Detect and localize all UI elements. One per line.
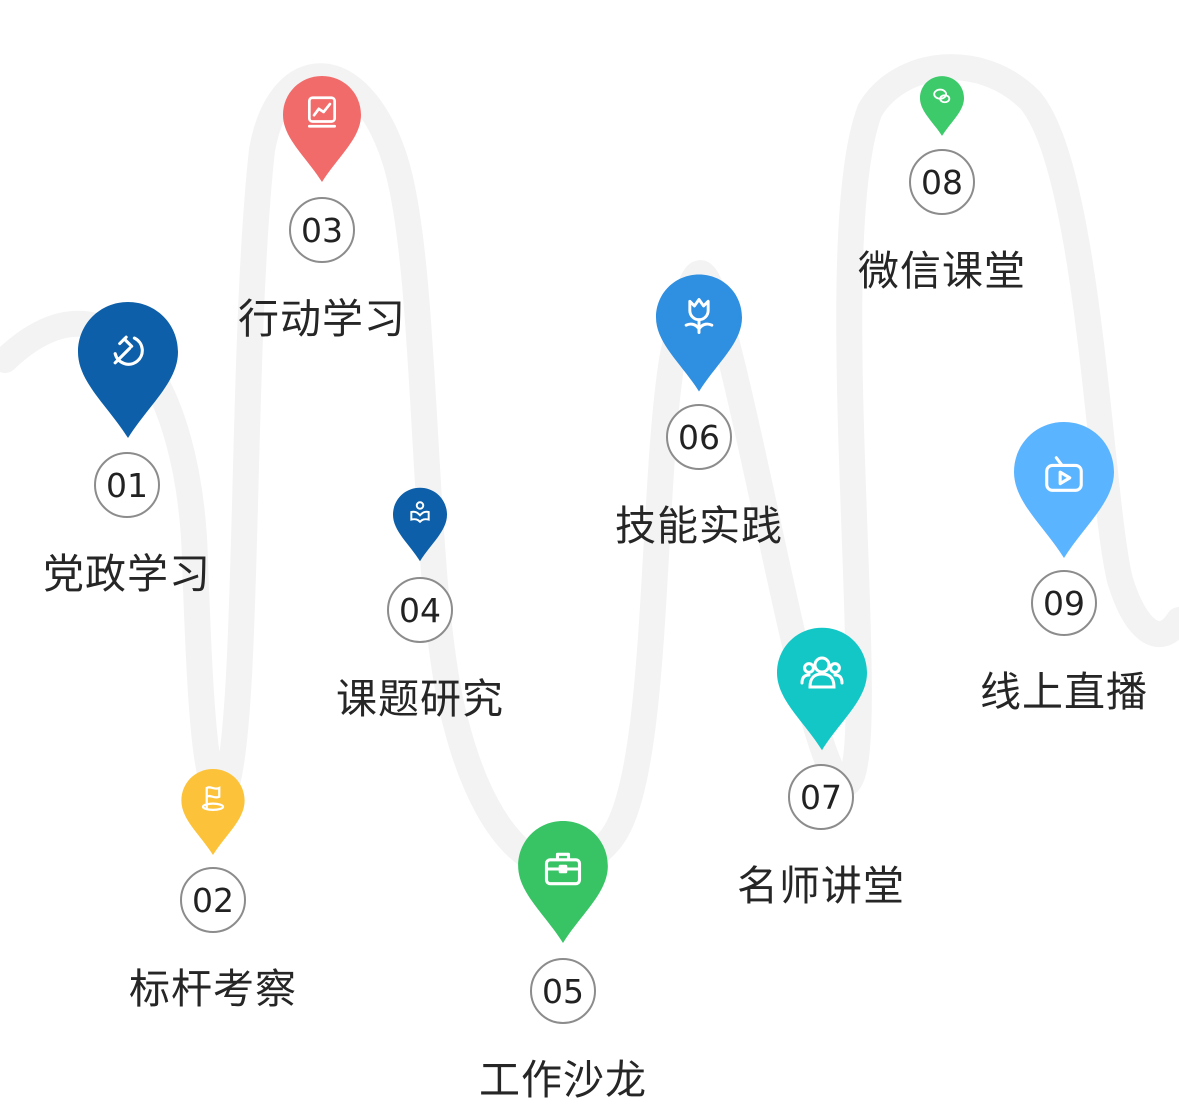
step-label-01: 党政学习 — [43, 550, 211, 598]
reading-person-icon — [410, 501, 430, 524]
map-pin-01[interactable] — [78, 302, 178, 438]
step-label-04: 课题研究 — [336, 675, 504, 723]
group-icon — [800, 656, 844, 689]
step-label-02: 标杆考察 — [129, 965, 297, 1013]
step-label-05: 工作沙龙 — [479, 1056, 647, 1104]
pin-shape — [78, 302, 178, 438]
wechat-icon — [933, 88, 951, 104]
map-pin-marker — [518, 821, 608, 943]
briefcase-icon — [544, 852, 582, 886]
pin-shape — [283, 75, 361, 183]
step-number-07: 07 — [788, 764, 854, 830]
step-number-01: 01 — [94, 452, 160, 518]
step-label-03: 行动学习 — [238, 295, 406, 343]
step-number-02: 02 — [180, 867, 246, 933]
map-pin-08[interactable] — [920, 76, 964, 136]
flag-icon — [201, 786, 225, 811]
step-label-06: 技能实践 — [615, 502, 783, 550]
tulip-icon — [684, 298, 714, 334]
map-pin-05[interactable] — [518, 821, 608, 943]
step-number-04: 04 — [387, 577, 453, 643]
map-pin-03[interactable] — [283, 75, 361, 183]
map-pin-marker — [393, 487, 447, 562]
step-label-07: 名师讲堂 — [737, 862, 905, 910]
step-number-05: 05 — [530, 958, 596, 1024]
step-number-08: 08 — [909, 149, 975, 215]
step-label-09: 线上直播 — [980, 668, 1148, 716]
pin-shape — [393, 487, 447, 562]
map-pin-04[interactable] — [393, 487, 447, 562]
map-pin-marker — [283, 75, 361, 183]
hammer-sickle-icon — [113, 335, 144, 366]
chart-book-icon — [307, 96, 337, 128]
step-number-06: 06 — [666, 404, 732, 470]
map-pin-marker — [920, 76, 964, 136]
map-pin-marker — [181, 769, 245, 855]
step-label-08: 微信课堂 — [858, 247, 1026, 295]
map-pin-07[interactable] — [777, 627, 867, 751]
live-tv-icon — [1045, 456, 1083, 492]
pin-shape — [777, 627, 867, 751]
map-pin-02[interactable] — [181, 769, 245, 855]
pin-shape — [920, 76, 964, 136]
map-pin-06[interactable] — [656, 274, 742, 392]
pin-shape — [181, 769, 245, 855]
step-number-03: 03 — [289, 197, 355, 263]
map-pin-marker — [78, 302, 178, 438]
map-pin-09[interactable] — [1014, 422, 1114, 558]
map-pin-marker — [777, 627, 867, 751]
pin-shape — [518, 821, 608, 943]
step-number-09: 09 — [1031, 570, 1097, 636]
